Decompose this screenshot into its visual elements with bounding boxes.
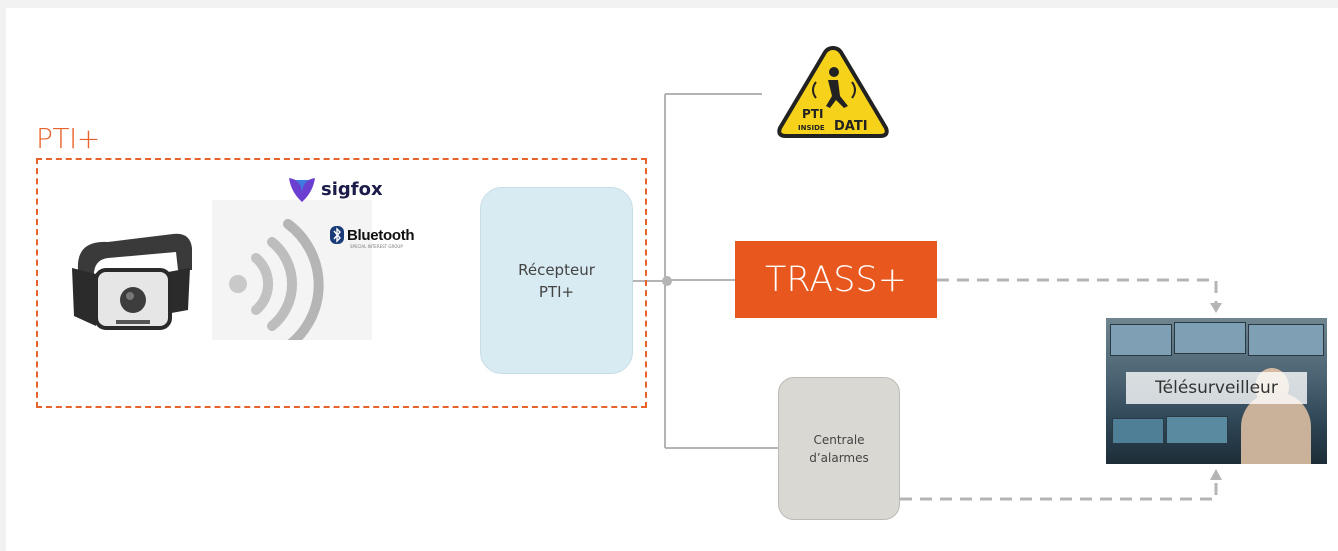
telesurveilleur-label: Télésurveilleur [1126, 372, 1307, 404]
monitor-bank [1166, 416, 1228, 444]
bluetooth-logo-icon [330, 226, 344, 244]
receiver-line2: PTI+ [538, 282, 575, 301]
telesurveilleur-image: Télésurveilleur [1106, 318, 1327, 464]
centrale-line2: d’alarmes [809, 450, 869, 465]
dati-pti-text: PTI [802, 107, 823, 121]
sigfox-logo: sigfox [287, 174, 383, 204]
wireless-signal-icon [212, 200, 372, 351]
dati-text: DATI [834, 119, 868, 134]
sigfox-logo-icon [289, 178, 315, 202]
bluetooth-sub: SPECIAL INTEREST GROUP [350, 244, 403, 249]
centrale-to-tele-dashed [900, 478, 1218, 501]
monitor-bank [1248, 324, 1324, 356]
monitor-bank [1112, 418, 1164, 444]
arrow-down-icon [1210, 303, 1222, 313]
bluetooth-logo: Bluetooth SPECIAL INTEREST GROUP [330, 226, 415, 249]
junction-dot [662, 276, 672, 286]
centrale-box: Centrale d’alarmes [778, 377, 900, 520]
trass-to-tele-dashed [937, 278, 1218, 305]
arrow-up-icon [1210, 469, 1222, 480]
wristband-device-icon [68, 230, 198, 344]
dati-inside-text: INSIDE [798, 124, 825, 132]
centrale-line1: Centrale [813, 432, 865, 447]
operator-body [1241, 392, 1311, 464]
dati-warning-icon: PTI INSIDE DATI [776, 44, 890, 144]
monitor-bank [1110, 324, 1172, 356]
pti-title: PTI+ [36, 122, 100, 155]
pti-boundary [36, 158, 647, 408]
trass-box: TRASS+ [735, 241, 937, 318]
receiver-box: Récepteur PTI+ [480, 187, 633, 374]
monitor-bank [1174, 322, 1246, 354]
sigfox-label: sigfox [321, 178, 383, 200]
receiver-line1: Récepteur [518, 260, 595, 279]
bluetooth-label: Bluetooth [347, 226, 415, 244]
